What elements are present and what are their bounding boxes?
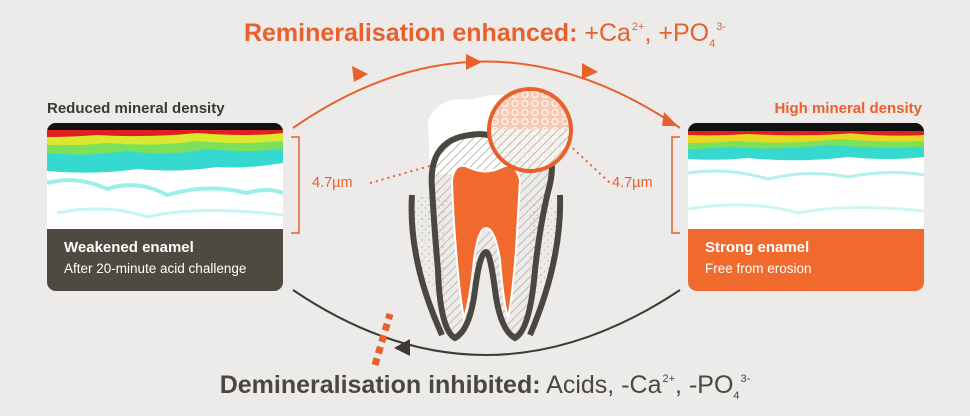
weakened-enamel-caption: Weakened enamel After 20-minute acid cha… <box>47 229 283 291</box>
reduced-density-label: Reduced mineral density <box>47 100 225 117</box>
strong-enamel-scan <box>688 123 924 229</box>
inhibition-dash-mark <box>371 313 394 366</box>
magnifier-lens <box>487 87 573 173</box>
weakened-enamel-panel: Weakened enamel After 20-minute acid cha… <box>47 123 283 291</box>
left-thickness-measurement: 4.7µm <box>312 175 353 191</box>
remineralisation-arc <box>292 60 681 129</box>
arrow-head-3 <box>582 63 598 79</box>
strong-enamel-subtitle: Free from erosion <box>705 261 812 276</box>
arrow-head-4 <box>662 112 678 126</box>
arrow-head-1 <box>352 66 368 82</box>
strong-enamel-panel: Strong enamel Free from erosion <box>688 123 924 291</box>
demineralisation-arc <box>292 289 681 356</box>
right-bracket <box>671 136 680 234</box>
remineralisation-title: Remineralisation enhanced: +Ca2+, +PO43- <box>243 19 727 50</box>
weakened-enamel-title: Weakened enamel <box>64 239 194 256</box>
demineralisation-title: Demineralisation inhibited: Acids, -Ca2+… <box>219 371 751 402</box>
arrow-head-lower <box>394 339 410 356</box>
weakened-enamel-scan <box>47 123 283 229</box>
gum-outline <box>408 194 564 337</box>
tooth-pulp <box>450 164 522 322</box>
strong-enamel-title: Strong enamel <box>705 239 810 256</box>
weakened-enamel-subtitle: After 20-minute acid challenge <box>64 261 247 276</box>
tooth-illustration <box>408 95 564 342</box>
right-dotted-leader <box>563 139 611 184</box>
left-bracket <box>291 136 300 234</box>
right-thickness-measurement: 4.7µm <box>612 175 653 191</box>
high-density-label: High mineral density <box>774 100 922 117</box>
strong-enamel-caption: Strong enamel Free from erosion <box>688 229 924 291</box>
arrow-head-2 <box>466 54 482 70</box>
